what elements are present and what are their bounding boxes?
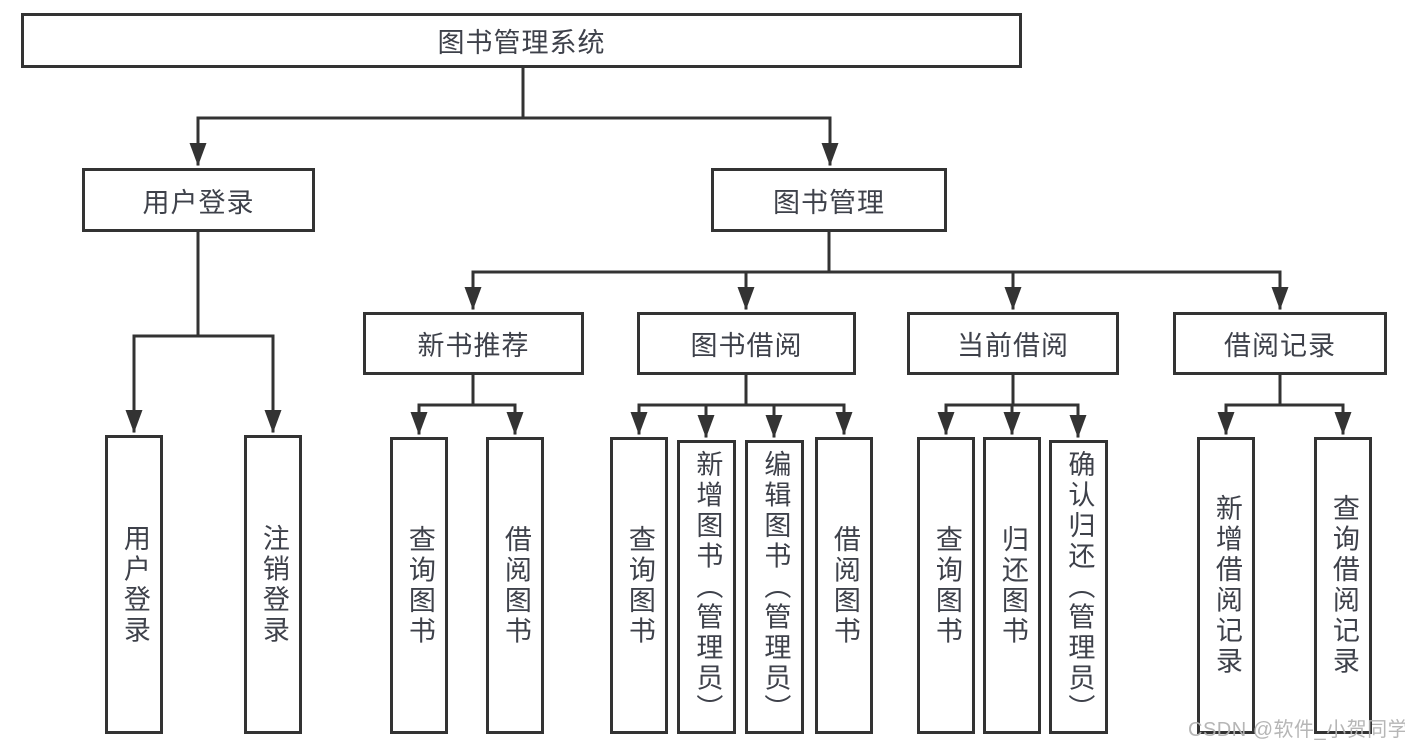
leaf-current-query-books: 查询图书 xyxy=(917,437,975,734)
node-root-system-label: 图书管理系统 xyxy=(437,28,606,58)
leaf-user-login: 用户登录 xyxy=(105,435,163,734)
leaf-newbook-borrow-books: 借阅图书 xyxy=(486,437,544,734)
leaf-borrow-add-books-admin: 新增图书（管理员） xyxy=(677,440,736,734)
leaf-current-return-books-label: 归还图书 xyxy=(997,524,1028,647)
csdn-watermark: CSDN @软件_小贺同学 xyxy=(1188,719,1405,741)
leaf-records-query-record: 查询借阅记录 xyxy=(1314,437,1372,734)
leaf-records-query-record-label: 查询借阅记录 xyxy=(1328,494,1359,677)
leaf-records-add-record-label: 新增借阅记录 xyxy=(1211,494,1242,677)
leaf-borrow-query-books-label: 查询图书 xyxy=(624,524,655,647)
node-current-borrow-label: 当前借阅 xyxy=(957,331,1069,361)
leaf-newbook-borrow-books-label: 借阅图书 xyxy=(500,524,531,647)
leaf-borrow-query-books: 查询图书 xyxy=(610,437,668,734)
node-user-login-label: 用户登录 xyxy=(142,187,255,218)
node-book-borrow: 图书借阅 xyxy=(637,312,856,375)
leaf-user-login-label: 用户登录 xyxy=(119,523,150,646)
leaf-borrow-add-books-admin-label: 新增图书（管理员） xyxy=(692,449,723,725)
leaf-logout-label: 注销登录 xyxy=(258,523,289,646)
node-new-book-recommend: 新书推荐 xyxy=(363,312,584,375)
node-new-book-recommend-label: 新书推荐 xyxy=(417,331,530,361)
leaf-current-confirm-return-admin-label: 确认归还（管理员） xyxy=(1064,449,1095,725)
node-borrow-records: 借阅记录 xyxy=(1173,312,1387,375)
leaf-newbook-query-books: 查询图书 xyxy=(390,437,448,734)
leaf-records-add-record: 新增借阅记录 xyxy=(1197,437,1255,734)
leaf-borrow-borrow-books: 借阅图书 xyxy=(815,437,873,734)
leaf-borrow-borrow-books-label: 借阅图书 xyxy=(829,524,860,647)
node-root-system: 图书管理系统 xyxy=(21,13,1022,68)
node-book-management-label: 图书管理 xyxy=(773,187,885,218)
node-book-management: 图书管理 xyxy=(711,168,947,232)
leaf-current-query-books-label: 查询图书 xyxy=(931,524,962,647)
node-user-login: 用户登录 xyxy=(82,168,315,232)
node-book-borrow-label: 图书借阅 xyxy=(690,331,803,361)
node-current-borrow: 当前借阅 xyxy=(907,312,1119,375)
node-borrow-records-label: 借阅记录 xyxy=(1224,331,1336,361)
leaf-borrow-edit-books-admin: 编辑图书（管理员） xyxy=(745,440,804,734)
leaf-current-confirm-return-admin: 确认归还（管理员） xyxy=(1049,440,1108,734)
leaf-logout: 注销登录 xyxy=(244,435,302,734)
leaf-borrow-edit-books-admin-label: 编辑图书（管理员） xyxy=(760,449,791,725)
leaf-newbook-query-books-label: 查询图书 xyxy=(404,524,435,647)
leaf-current-return-books: 归还图书 xyxy=(983,437,1041,734)
